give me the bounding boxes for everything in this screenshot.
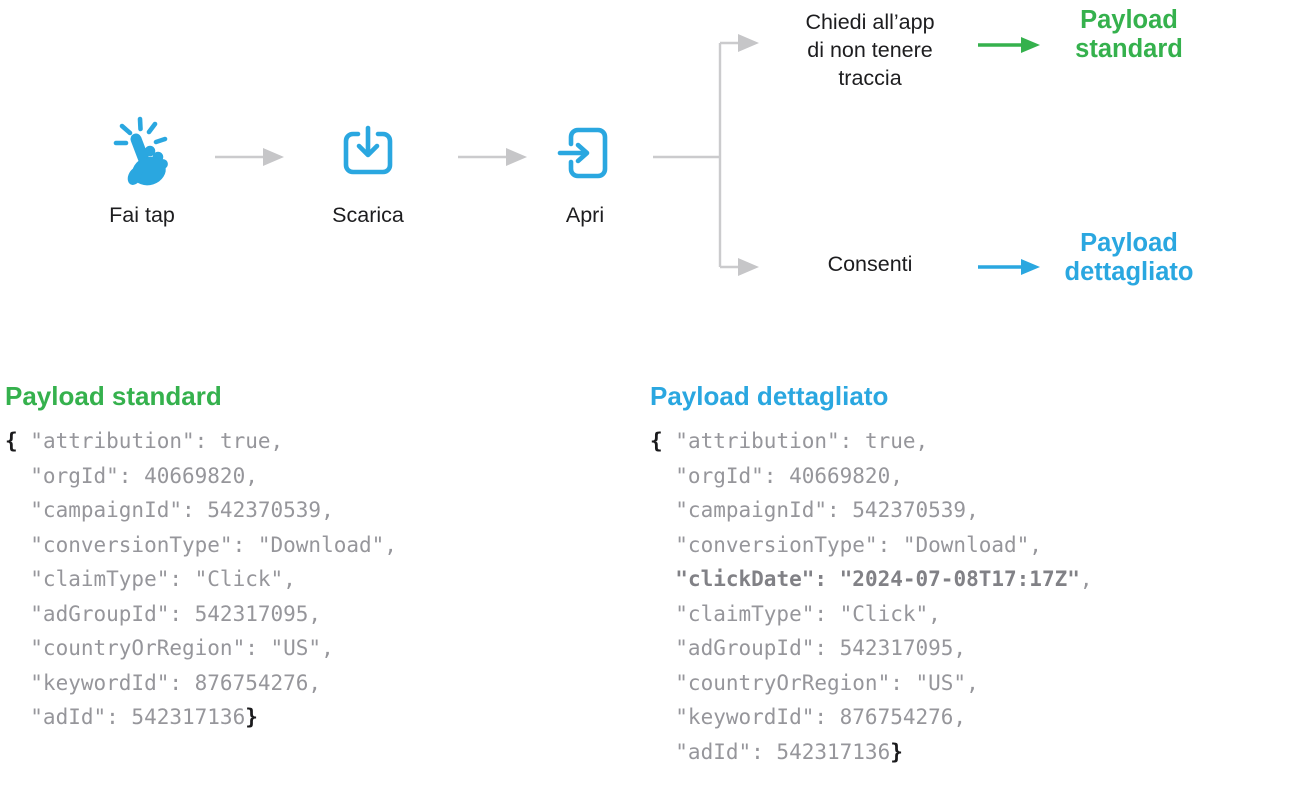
result-standard-payload: Payload standard xyxy=(1075,6,1183,63)
panel-detailed-payload: Payload dettagliato { "attribution": tru… xyxy=(650,381,1300,769)
flow-step-open: Apri xyxy=(520,108,650,228)
open-app-icon xyxy=(557,108,613,198)
flow-arrow-icon xyxy=(215,148,284,166)
download-icon xyxy=(339,108,397,198)
tap-icon-svg xyxy=(113,116,168,186)
tap-icon xyxy=(102,108,182,198)
panel-title-detailed: Payload dettagliato xyxy=(650,381,889,411)
result-detailed-payload: Payload dettagliato xyxy=(1064,229,1194,286)
branch-condition-allow: Consenti xyxy=(827,252,913,276)
branch-condition-ask-not-track: Chiedi all’app di non tenere traccia xyxy=(805,10,935,90)
step-label-download: Scarica xyxy=(332,203,404,227)
green-arrow-icon xyxy=(978,37,1040,53)
blue-arrow-icon xyxy=(978,259,1040,275)
flow-arrow-icon xyxy=(458,148,527,166)
code-block-standard: { "attribution": true, "orgId": 40669820… xyxy=(5,429,397,729)
step-label-open: Apri xyxy=(565,203,605,227)
flow-step-tap: Fai tap xyxy=(77,108,207,228)
code-block-detailed: { "attribution": true, "orgId": 40669820… xyxy=(650,429,1093,764)
step-label-tap: Fai tap xyxy=(109,203,175,227)
branch-connector xyxy=(653,34,759,276)
open-app-icon-svg xyxy=(557,127,608,179)
download-icon-svg xyxy=(343,125,393,175)
panel-title-standard: Payload standard xyxy=(5,381,222,411)
flow-step-download: Scarica xyxy=(303,108,433,228)
panel-standard-payload: Payload standard { "attribution": true, … xyxy=(5,381,625,735)
